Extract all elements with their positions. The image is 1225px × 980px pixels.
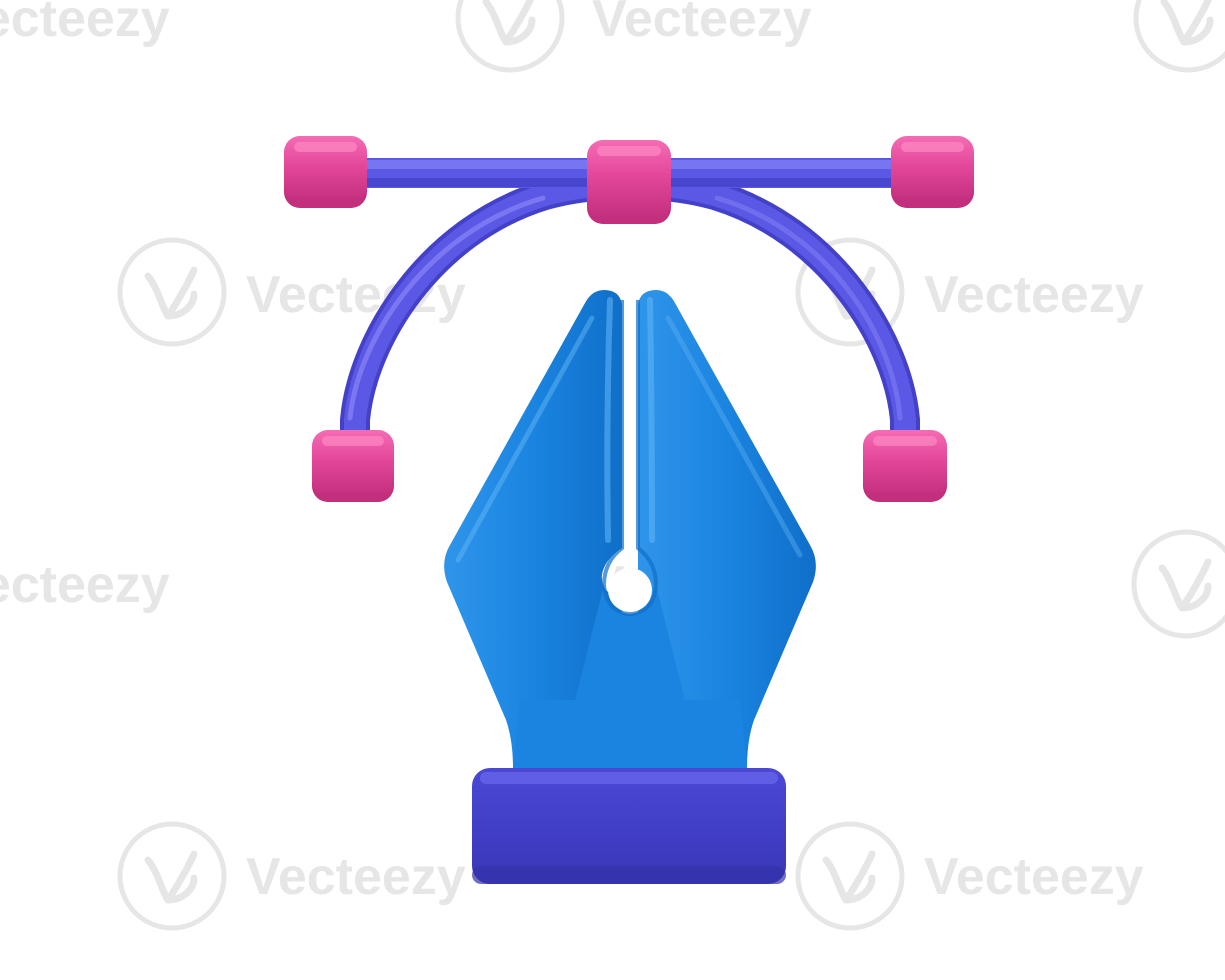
pen-base bbox=[472, 768, 786, 884]
watermark-logo-icon bbox=[1136, 0, 1225, 70]
pen-nib-icon bbox=[444, 290, 816, 768]
anchor-point-icon bbox=[312, 430, 394, 502]
watermark-text: Vecteezy bbox=[924, 266, 1144, 324]
anchor-point-icon bbox=[587, 140, 671, 224]
watermark-text: Vecteezy bbox=[924, 848, 1144, 906]
watermark-text: Vecteezy bbox=[0, 0, 170, 48]
bezier-curve-icon bbox=[340, 171, 920, 460]
breather-hole bbox=[608, 568, 652, 612]
watermark-logo-icon bbox=[120, 240, 224, 344]
anchor-point-icon bbox=[284, 136, 367, 208]
watermark-logo-icon bbox=[120, 824, 224, 928]
watermark-text: Vecteezy bbox=[246, 848, 466, 906]
watermark-logo-icon bbox=[1134, 532, 1225, 636]
anchor-point-icon bbox=[891, 136, 974, 208]
anchor-points bbox=[284, 136, 974, 502]
watermark-text: Vecteezy bbox=[592, 0, 812, 48]
watermark-logo-icon bbox=[798, 824, 902, 928]
watermark-logo-icon bbox=[458, 0, 562, 70]
anchor-point-icon bbox=[863, 430, 947, 502]
watermark-text: Vecteezy bbox=[0, 556, 170, 614]
